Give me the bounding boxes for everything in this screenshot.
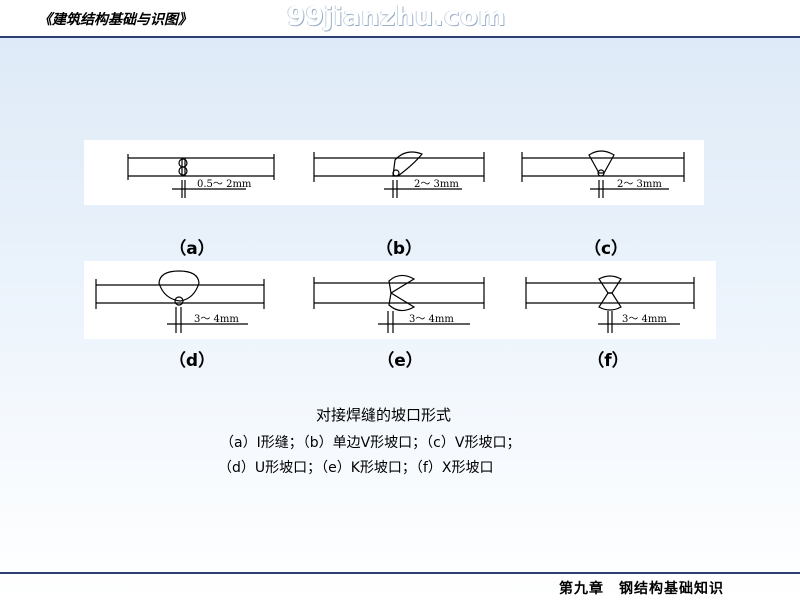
figure-label-d: （d） bbox=[168, 351, 216, 371]
weld-diagram-d bbox=[95, 270, 265, 333]
gap-label-a: 0.5～ 2mm bbox=[197, 179, 252, 190]
course-title: 《建筑结构基础与识图》 bbox=[38, 12, 192, 28]
gap-label-f: 3～ 4mm bbox=[622, 314, 667, 325]
site-watermark: 99jianzhu.com bbox=[287, 2, 506, 32]
weld-diagram-b bbox=[313, 151, 485, 198]
figure-label-c: （c） bbox=[583, 239, 629, 259]
caption-line-2: （d）U形坡口；（e）K形坡口；（f）X形坡口 bbox=[218, 460, 494, 476]
gap-label-b: 2～ 3mm bbox=[414, 179, 459, 190]
weld-diagram-e bbox=[313, 274, 485, 333]
header-divider bbox=[0, 36, 800, 38]
weld-diagram-f bbox=[525, 275, 695, 333]
slide-header: 《建筑结构基础与识图》 99jianzhu.com bbox=[0, 0, 800, 36]
chapter-footer: 第九章 钢结构基础知识 bbox=[559, 581, 724, 597]
caption-title: 对接焊缝的坡口形式 bbox=[316, 406, 452, 424]
gap-label-e: 3～ 4mm bbox=[409, 314, 454, 325]
figure-label-f: （f） bbox=[587, 351, 629, 371]
figure-label-e: （e） bbox=[377, 351, 423, 371]
weld-diagram-strip-top: 0.5～ 2mm 2～ 3mm 2～ 3mm bbox=[84, 140, 704, 205]
weld-diagrams-bottom: 3～ 4mm 3～ 4mm 3～ 4mm bbox=[95, 270, 695, 333]
caption-line-1: （a）I形缝；（b）单边V形坡口；（c）V形坡口； bbox=[220, 435, 521, 451]
figure-label-a: （a） bbox=[169, 239, 215, 259]
gap-label-c: 2～ 3mm bbox=[617, 179, 662, 190]
footer-divider bbox=[0, 572, 800, 574]
gap-label-d: 3～ 4mm bbox=[194, 314, 239, 325]
weld-diagram-strip-bottom: 3～ 4mm 3～ 4mm 3～ 4mm bbox=[84, 261, 716, 339]
figure-label-b: （b） bbox=[375, 239, 423, 259]
weld-diagrams-top: 0.5～ 2mm 2～ 3mm 2～ 3mm bbox=[127, 150, 685, 198]
weld-diagram-a bbox=[127, 154, 275, 198]
weld-diagram-c bbox=[521, 150, 685, 198]
